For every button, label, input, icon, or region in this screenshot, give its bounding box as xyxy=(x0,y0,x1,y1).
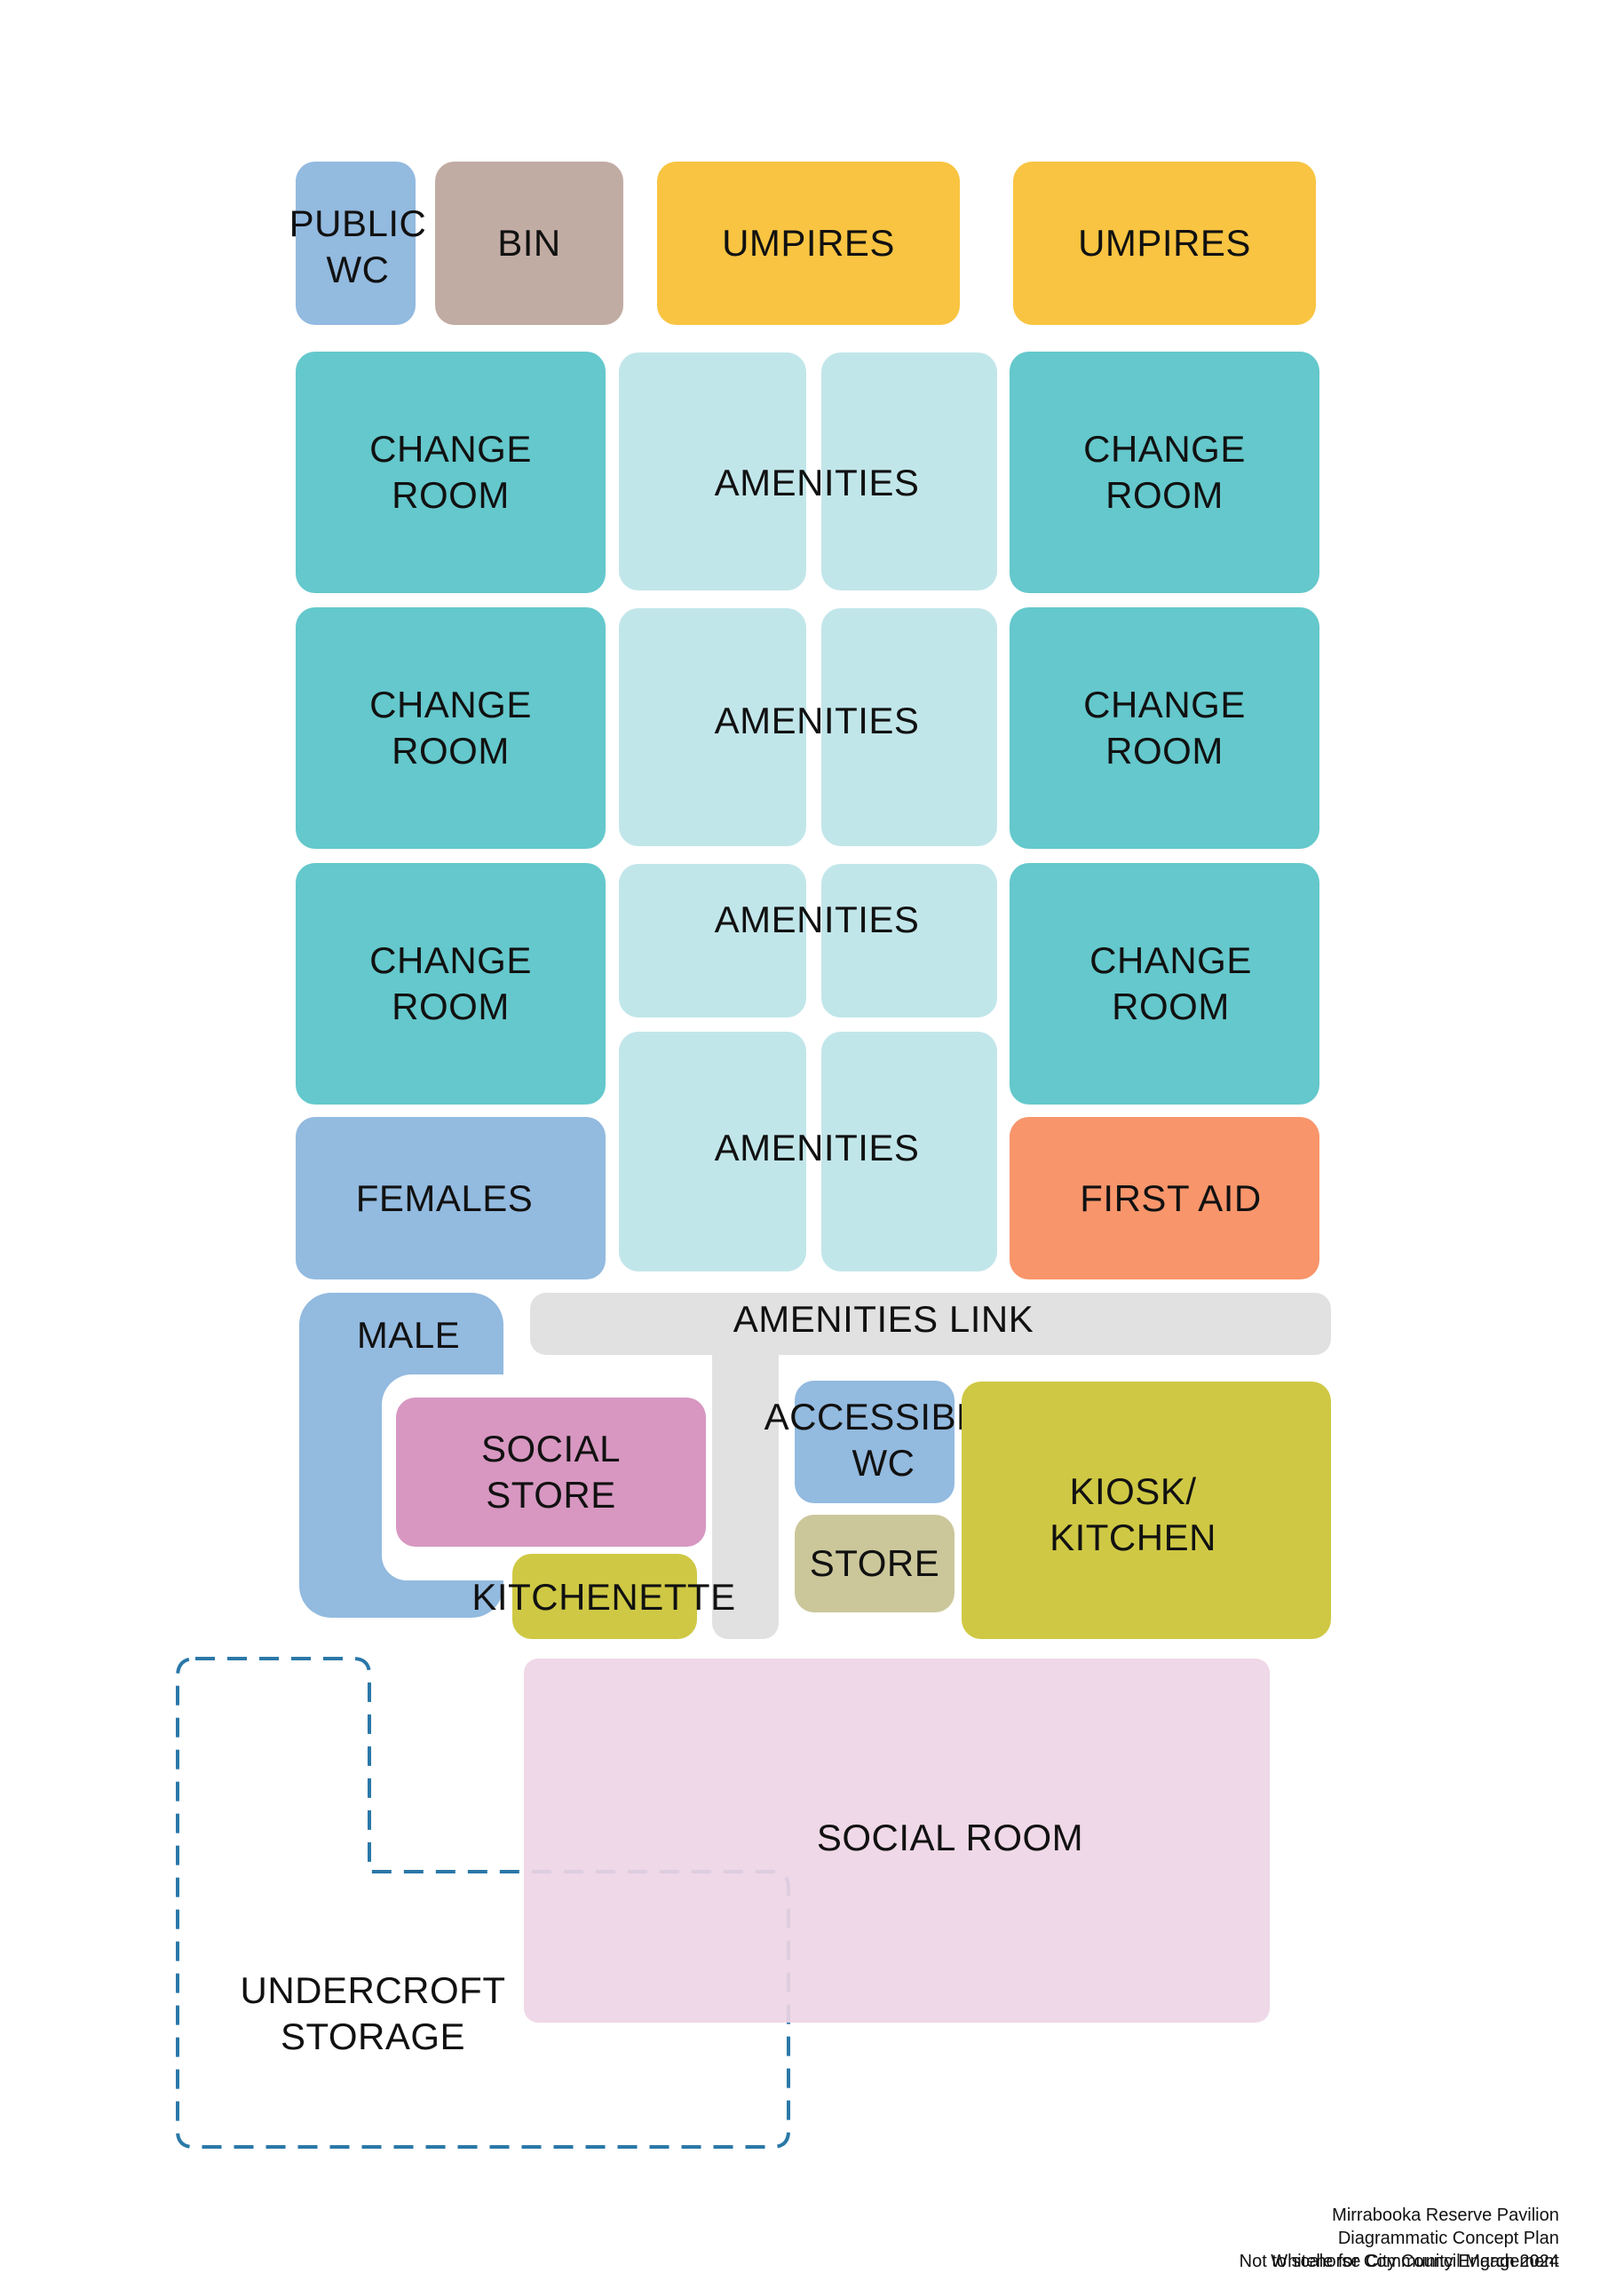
change-room-label: CHANGE ROOM xyxy=(1089,939,1252,1027)
amenities-link-corridor xyxy=(530,1293,1331,1355)
amenities-label-3: AMENITIES xyxy=(714,899,920,940)
amenities-cell xyxy=(821,864,997,1018)
change-room-label: CHANGE ROOM xyxy=(369,939,532,1027)
amenities-label-1: AMENITIES xyxy=(714,462,920,503)
change-room-label: CHANGE ROOM xyxy=(1083,428,1246,516)
change-room-label: CHANGE ROOM xyxy=(369,428,532,516)
amenities-cell xyxy=(619,352,806,590)
females-label: FEMALES xyxy=(355,1176,534,1219)
amenities-cell xyxy=(619,864,806,1018)
amenities-cell xyxy=(619,608,806,846)
footer-line-4: Whitehorse City Council March 2024 xyxy=(1271,2252,1559,2271)
amenities-label-2: AMENITIES xyxy=(714,700,920,741)
change-room-2-left: CHANGE ROOM xyxy=(296,607,606,849)
amenities-cell xyxy=(821,608,997,846)
umpires-right-label: UMPIRES xyxy=(1078,222,1251,264)
umpires-right-room: UMPIRES xyxy=(1013,162,1316,325)
amenities-link-spine xyxy=(712,1293,779,1639)
change-room-1-left: CHANGE ROOM xyxy=(296,352,606,593)
bin-label: BIN xyxy=(497,222,561,264)
store-label: STORE xyxy=(809,1542,940,1584)
first-aid-label: FIRST AID xyxy=(1080,1176,1262,1219)
social-room xyxy=(524,1659,1270,2023)
kiosk-kitchen-room: KIOSK/ KITCHEN xyxy=(962,1382,1331,1639)
change-room-label: CHANGE ROOM xyxy=(1083,684,1246,772)
undercroft-storage-label: UNDERCROFT STORAGE xyxy=(240,1969,506,2057)
change-room-2-right: CHANGE ROOM xyxy=(1010,607,1319,849)
kitchenette-room xyxy=(512,1554,697,1639)
change-room-label: CHANGE ROOM xyxy=(369,684,532,772)
amenities-label-4: AMENITIES xyxy=(714,1127,920,1168)
public-wc-room xyxy=(296,162,416,325)
change-room-3-left: CHANGE ROOM xyxy=(296,863,606,1105)
change-room-3-right: CHANGE ROOM xyxy=(1010,863,1319,1105)
accessible-wc-room xyxy=(795,1381,955,1503)
females-room: FEMALES xyxy=(296,1117,606,1279)
store-room: STORE xyxy=(795,1515,955,1612)
bin-room: BIN xyxy=(435,162,623,325)
kiosk-kitchen-label: KIOSK/ KITCHEN xyxy=(1050,1470,1216,1558)
footer-line-1: Mirrabooka Reserve Pavilion xyxy=(1332,2206,1559,2225)
footer-line-3: Not to scale for Community Engagement xyxy=(1239,2252,1559,2271)
footer-line-2: Diagrammatic Concept Plan xyxy=(1337,2229,1559,2248)
amenities-link-label: AMENITIES LINK xyxy=(733,1298,1034,1340)
amenities-cell xyxy=(821,352,997,590)
change-room-1-right: CHANGE ROOM xyxy=(1010,352,1319,593)
social-store-label: SOCIAL STORE xyxy=(480,1428,622,1516)
amenities-cell xyxy=(619,1032,806,1271)
kitchenette-label: KITCHENETTE xyxy=(471,1576,736,1618)
public-wc-label: PUBLIC WC xyxy=(289,202,427,290)
umpires-left-label: UMPIRES xyxy=(722,222,895,264)
social-room-label: SOCIAL ROOM xyxy=(816,1817,1084,1858)
amenities-cell xyxy=(821,1032,997,1271)
social-store-room: SOCIAL STORE xyxy=(396,1398,706,1547)
male-label: MALE xyxy=(356,1314,461,1356)
first-aid-room: FIRST AID xyxy=(1010,1117,1319,1279)
umpires-left-room: UMPIRES xyxy=(657,162,960,325)
